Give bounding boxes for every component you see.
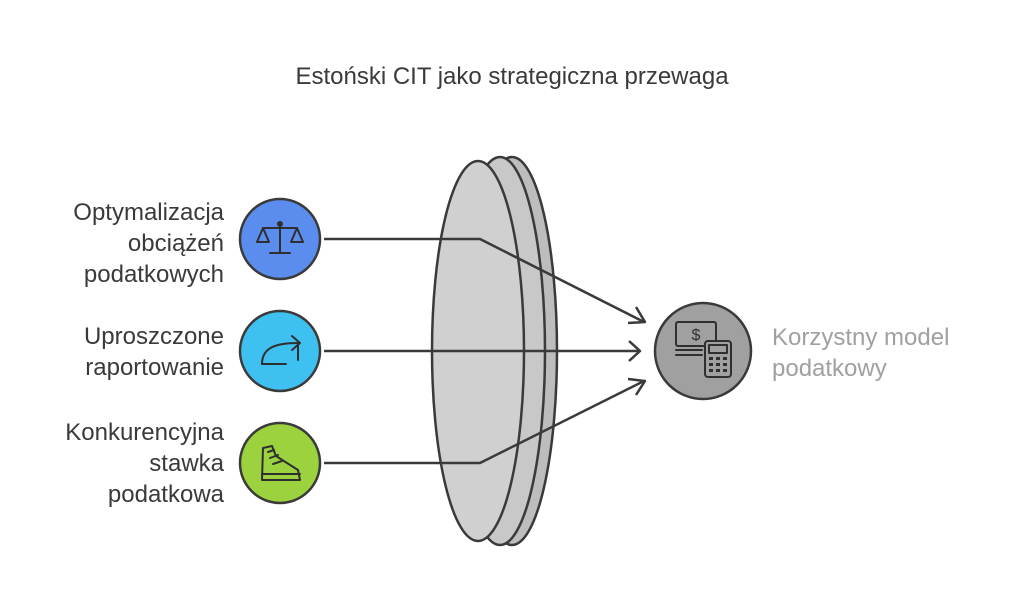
arrowhead-1 xyxy=(627,306,647,325)
arrowhead-3 xyxy=(627,377,647,396)
connector-line-3 xyxy=(324,379,645,465)
redo-arrow-icon xyxy=(261,335,301,365)
input-label-3: Konkurencyjna stawka podatkowa xyxy=(4,417,224,510)
scales-icon xyxy=(256,221,304,254)
input-label-1-line-1: Optymalizacja xyxy=(73,199,224,226)
input-label-2: Uproszczone raportowanie xyxy=(4,321,224,383)
input-label-2-line-1: Uproszczone xyxy=(83,323,224,350)
output-label-line-1: Korzystny model xyxy=(772,324,950,351)
input-label-3-line-1: Konkurencyjna xyxy=(65,419,224,446)
arrowhead-2 xyxy=(628,340,642,362)
connector-line-1 xyxy=(324,237,645,324)
input-label-1-line-3: podatkowych xyxy=(83,261,224,288)
output-node: $ xyxy=(653,301,753,401)
sneaker-icon xyxy=(261,445,301,481)
input-label-3-line-3: podatkowa xyxy=(107,481,224,508)
input-node-3 xyxy=(238,421,322,505)
input-node-2 xyxy=(238,309,322,393)
input-label-1-line-2: obciążeń xyxy=(127,230,224,257)
output-label-line-2: podatkowy xyxy=(772,355,887,382)
input-label-2-line-2: raportowanie xyxy=(85,354,224,381)
input-label-1: Optymalizacja obciążeń podatkowych xyxy=(4,197,224,290)
input-label-3-line-2: stawka xyxy=(149,450,224,477)
money-calculator-icon: $ xyxy=(675,321,732,378)
diagram-title: Estoński CIT jako strategiczna przewaga xyxy=(295,63,729,90)
input-node-1 xyxy=(238,197,322,281)
output-label: Korzystny model podatkowy xyxy=(772,322,949,384)
svg-text:$: $ xyxy=(692,327,701,344)
